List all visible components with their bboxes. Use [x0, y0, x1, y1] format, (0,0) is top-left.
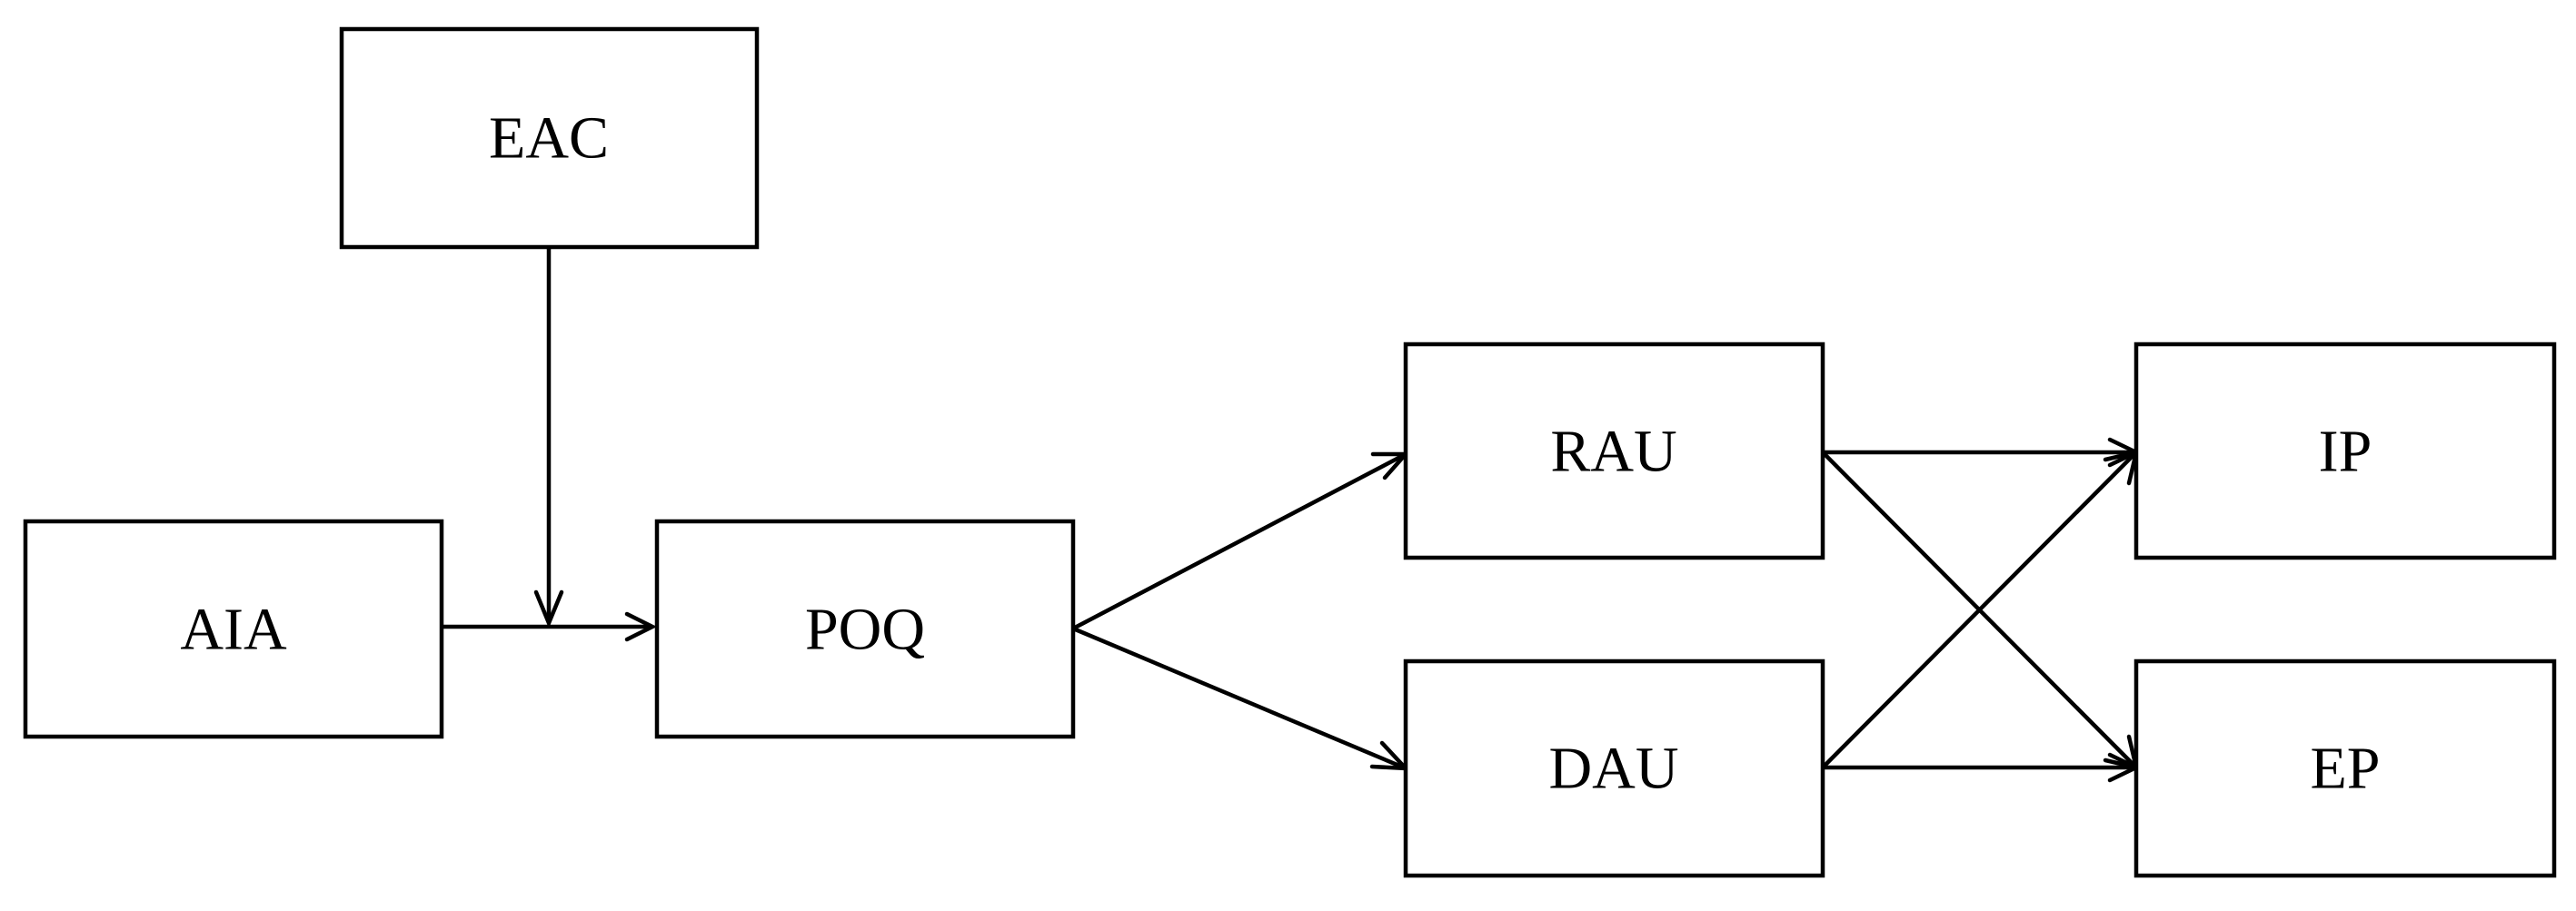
- node-ip-label: IP: [2319, 419, 2372, 485]
- node-rau: RAU: [1403, 342, 1825, 560]
- node-poq: POQ: [654, 519, 1076, 739]
- node-eac-box: [339, 26, 760, 250]
- node-ip-box: [2133, 342, 2557, 560]
- node-eac: EAC: [339, 26, 760, 250]
- arrowhead-poq-rau: [1370, 451, 1410, 480]
- node-poq-box: [654, 519, 1076, 739]
- node-dau-label: DAU: [1549, 736, 1679, 802]
- node-rau-label: RAU: [1550, 419, 1676, 485]
- node-rau-box: [1403, 342, 1825, 560]
- node-dau: DAU: [1403, 658, 1825, 878]
- node-ep: EP: [2133, 658, 2557, 878]
- edge-dau-ip: [1821, 451, 2138, 769]
- node-aia: AIA: [23, 519, 444, 739]
- node-aia-label: AIA: [180, 597, 287, 663]
- node-ip: IP: [2133, 342, 2557, 560]
- node-poq-label: POQ: [805, 597, 925, 663]
- edge-poq-dau: [1072, 626, 1407, 771]
- node-ep-box: [2133, 658, 2557, 878]
- arrowhead-eac-moderation: [533, 589, 564, 629]
- edge-poq-rau: [1071, 452, 1407, 630]
- arrowhead-aia-poq: [624, 611, 658, 642]
- node-aia-box: [23, 519, 444, 739]
- node-eac-label: EAC: [489, 105, 609, 172]
- node-ep-label: EP: [2310, 736, 2380, 802]
- node-dau-box: [1403, 658, 1825, 878]
